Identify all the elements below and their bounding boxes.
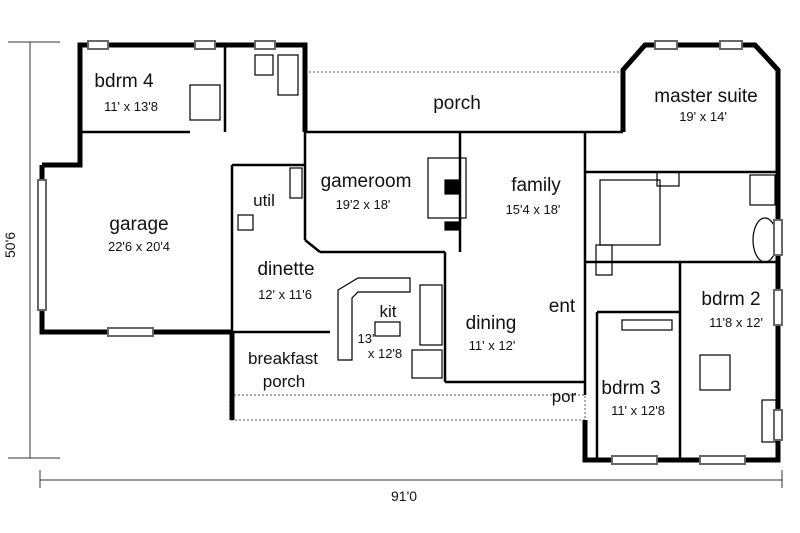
room-family-label: family [511,175,561,196]
room-bdrm-4-size: 11' x 13'8 [104,99,158,114]
room-bdrm-4-label: bdrm 4 [94,71,154,92]
room-gameroom-label: gameroom [320,171,412,192]
room-dinette-label: dinette [257,259,315,280]
room-bdrm-3-label: bdrm 3 [601,378,661,399]
room-dining-size: 11' x 12' [468,338,516,353]
room-bdrm-2-label: bdrm 2 [701,289,761,310]
kitchen-dim-1: 13' [357,331,375,346]
room-dining-label: dining [465,313,517,334]
room-dinette-size: 12' x 11'6 [258,287,312,302]
overall-width-label: 91'0 [391,488,418,504]
fixtures [189,54,778,443]
dimension-lines [8,41,783,488]
room-bdrm-3-size: 11' x 12'8 [611,403,665,418]
room-porch-top-label: porch [433,93,481,114]
room-util-label: util [253,191,275,210]
room-ent-label: ent [548,296,576,317]
room-por-label: por [551,387,577,406]
overall-depth-label: 50'6 [2,231,18,258]
room-bdrm-2-size: 11'8 x 12' [709,315,763,330]
room-garage-label: garage [109,214,169,235]
room-gameroom-size: 19'2 x 18' [335,197,391,212]
windows [37,40,783,465]
room-family-size: 15'4 x 18' [505,202,561,217]
room-master-suite-size: 19' x 14' [679,109,727,124]
room-garage-size: 22'6 x 20'4 [107,239,171,254]
room-breakfast-porch-label: porch [262,372,306,391]
interior-walls [80,45,778,460]
room-master-suite-label: master suite [654,86,758,107]
room-kit-label: kit [379,302,397,321]
kitchen-dim-2: x 12'8 [367,346,403,361]
room-breakfast-label: breakfast [248,349,318,368]
